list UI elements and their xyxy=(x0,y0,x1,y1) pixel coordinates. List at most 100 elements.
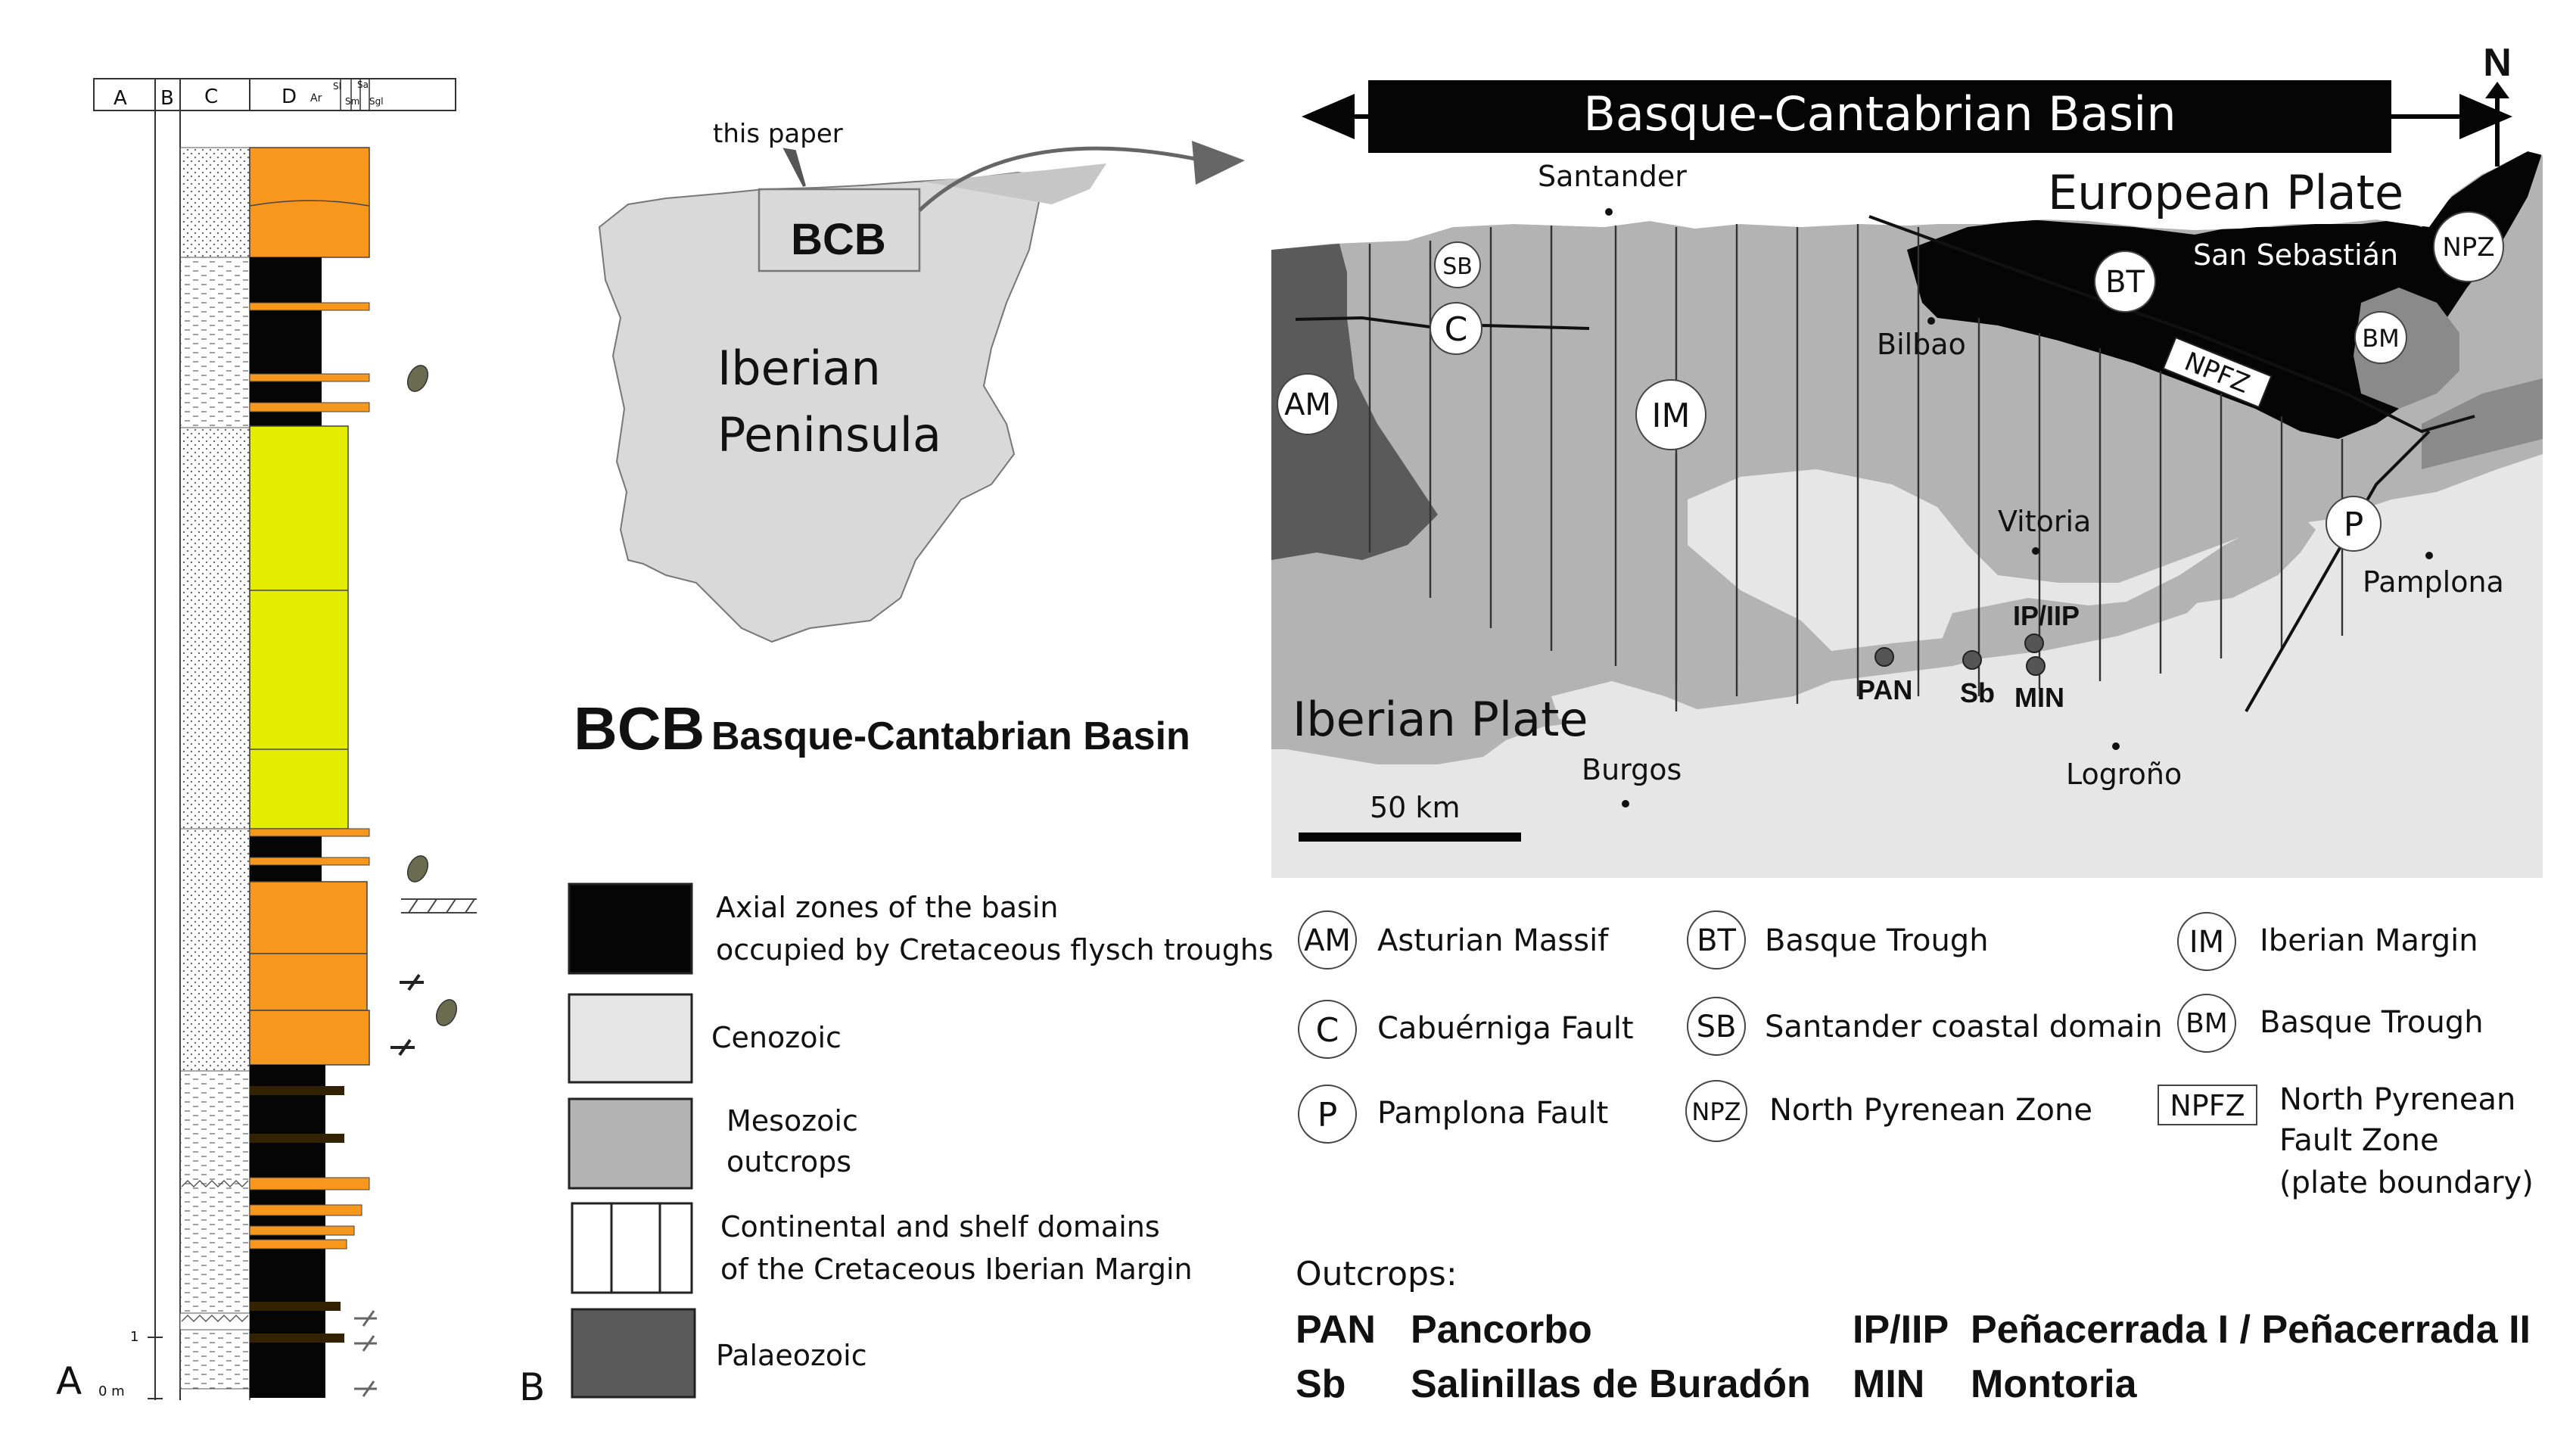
map-label-bm: BM xyxy=(2362,324,2400,353)
stratigraphic-column-panel: A B C D Ar Sl Sa Sm Sgl xyxy=(56,78,477,1403)
map-label-c: C xyxy=(1445,310,1468,349)
lamination-icon xyxy=(401,898,477,913)
abbr-label: Basque Trough xyxy=(1765,923,1989,958)
fossil-icon xyxy=(435,999,458,1026)
legend-swatch-mesozoic xyxy=(568,1097,693,1190)
iberian-label-2: Peninsula xyxy=(717,407,941,462)
legend-swatch-axial xyxy=(568,882,693,975)
arrow-head-icon xyxy=(1192,141,1245,185)
city-logrono: Logroño xyxy=(2066,758,2182,791)
city-bilbao: Bilbao xyxy=(1877,328,1966,361)
bcb-abbr: BCB xyxy=(574,695,705,762)
bioturbation-icon xyxy=(354,1310,377,1327)
legend-swatch-palaeozoic xyxy=(571,1308,696,1399)
abbr-label: Basque Trough xyxy=(2260,1005,2484,1040)
cities: Santander Bilbao San Sebastián Vitoria P… xyxy=(1538,160,2504,808)
city-san-sebastian: San Sebastián xyxy=(2193,238,2398,272)
legend-label: outcrops xyxy=(726,1145,851,1178)
scale-bar-label: 50 km xyxy=(1370,791,1460,824)
header-sa: Sa xyxy=(357,79,369,90)
abbr-code: NPZ xyxy=(1691,1097,1741,1126)
outcrop-marker xyxy=(1962,650,1982,670)
inset-connector-arrow xyxy=(918,146,1204,212)
legend-label: occupied by Cretaceous flysch troughs xyxy=(716,933,1274,966)
map-label-npz: NPZ xyxy=(2442,232,2494,263)
header-a: A xyxy=(114,87,127,110)
iberia-inset: BCB this paper Iberian Peninsula xyxy=(598,119,1245,643)
npfz-fault xyxy=(1868,215,2475,434)
abbr-label: North Pyrenean Zone xyxy=(1769,1093,2092,1128)
banner-title: Basque-Cantabrian Basin xyxy=(1583,86,2176,142)
this-paper-label: this paper xyxy=(713,119,843,149)
facies-column xyxy=(249,147,370,1398)
map-label-am: AM xyxy=(1284,387,1331,422)
legend: Axial zones of the basin occupied by Cre… xyxy=(568,882,1274,1399)
legend-swatch-margin xyxy=(571,1202,693,1294)
iberian-plate-label: Iberian Plate xyxy=(1293,692,1588,747)
outcrop-marker xyxy=(2024,633,2044,653)
city-burgos: Burgos xyxy=(1582,753,1682,786)
header-sm: Sm xyxy=(345,96,359,107)
bcb-box xyxy=(758,188,921,272)
outcrop-marker xyxy=(1874,647,1894,667)
outcrop-ip: IP/IIP xyxy=(2013,600,2080,631)
column-scale: 1 0 m xyxy=(98,1329,163,1399)
fossil-icon xyxy=(406,855,429,882)
outcrop-pan: PAN xyxy=(1857,674,1912,705)
outcrop-marker xyxy=(2026,656,2046,676)
iberian-label-1: Iberian xyxy=(717,341,881,396)
outcrop-name: Pancorbo xyxy=(1411,1308,1592,1352)
legend-label: Palaeozoic xyxy=(716,1339,867,1372)
outcrop-code: MIN xyxy=(1853,1362,1924,1406)
header-sl: Sl xyxy=(333,81,341,92)
panel-a-label: A xyxy=(56,1359,82,1403)
legend-label: Cenozoic xyxy=(711,1021,842,1054)
abbr-label: Fault Zone xyxy=(2279,1123,2439,1158)
map-label-p: P xyxy=(2344,506,2364,544)
outcrops-heading: Outcrops: xyxy=(1296,1255,1458,1293)
outcrop-code: IP/IIP xyxy=(1853,1308,1949,1352)
abbr-label: (plate boundary) xyxy=(2279,1166,2534,1200)
outcrop-name: Peñacerrada I / Peñacerrada II xyxy=(1971,1308,2531,1352)
palaeozoic-area xyxy=(1271,244,1438,560)
map-circle-labels: SB C AM IM BT NPZ BM P xyxy=(1277,211,2504,552)
scale-1-label: 1 xyxy=(130,1329,138,1345)
abbr-code: BM xyxy=(2186,1008,2228,1039)
legend-label: Continental and shelf domains xyxy=(720,1210,1160,1243)
column-header: A B C D Ar Sl Sa Sm Sgl xyxy=(93,78,456,111)
abbr-label: Asturian Massif xyxy=(1377,923,1609,958)
outcrop-points: PAN Sb IP/IIP MIN xyxy=(1857,600,2080,713)
bioturbation-icon xyxy=(354,1335,377,1352)
abbr-label: Pamplona Fault xyxy=(1377,1096,1608,1131)
map-label-sb: SB xyxy=(1442,254,1473,280)
outcrop-name: Salinillas de Buradón xyxy=(1411,1362,1811,1406)
legend-label: Mesozoic xyxy=(726,1104,858,1138)
north-label: N xyxy=(2483,41,2512,85)
scale-0-label: 0 m xyxy=(98,1383,125,1399)
abbr-code: P xyxy=(1318,1096,1338,1134)
outcrops-list: Outcrops: PAN Pancorbo IP/IIP Peñacerrad… xyxy=(1296,1255,2531,1406)
map-label-bt: BT xyxy=(2105,265,2145,300)
abbr-label: North Pyrenean xyxy=(2279,1082,2515,1117)
abbr-code: C xyxy=(1316,1011,1339,1050)
outcrop-name: Montoria xyxy=(1971,1362,2138,1406)
abbr-label: Cabuérniga Fault xyxy=(1377,1011,1634,1046)
header-d: D xyxy=(282,86,297,108)
city-santander: Santander xyxy=(1538,160,1687,193)
bioturbation-icon xyxy=(400,973,424,991)
abbr-label: Iberian Margin xyxy=(2260,923,2478,958)
iberian-peninsula-shape xyxy=(598,171,1046,643)
abbr-label: Santander coastal domain xyxy=(1765,1010,2163,1044)
fossil-symbols xyxy=(354,365,477,1397)
abbr-code: IM xyxy=(2189,925,2224,960)
north-arrow: N xyxy=(2483,41,2512,167)
european-plate-label: European Plate xyxy=(2048,165,2403,220)
legend-label: of the Cretaceous Iberian Margin xyxy=(720,1253,1193,1286)
map-label-im: IM xyxy=(1652,397,1691,435)
city-vitoria: Vitoria xyxy=(1998,505,2091,538)
abbr-code: SB xyxy=(1697,1010,1737,1044)
header-sgl: Sgl xyxy=(369,96,384,107)
outcrop-code: Sb xyxy=(1296,1362,1346,1406)
bioturbation-icon xyxy=(390,1038,415,1057)
